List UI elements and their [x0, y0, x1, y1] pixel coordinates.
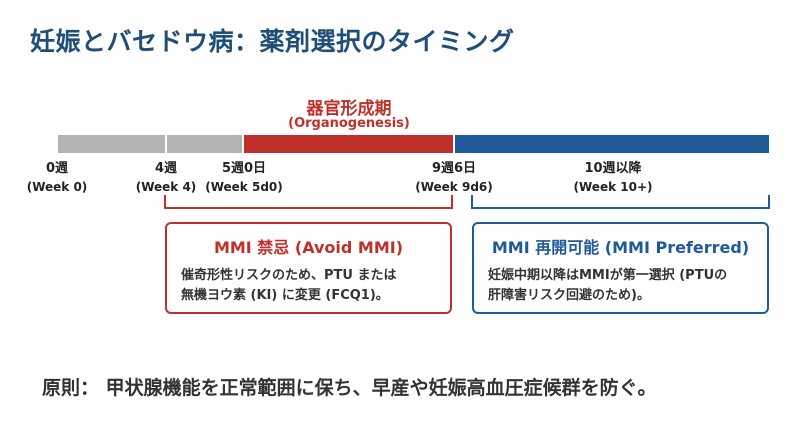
timeline-label-week10: 10週以降(Week 10+)	[573, 161, 653, 194]
organogenesis-en: (Organogenesis)	[288, 116, 410, 131]
timeline-label-week4: 4週(Week 4)	[135, 161, 197, 194]
avoid-body-2: 無機ヨウ素 (KI) に変更 (FCQ1)。	[181, 288, 389, 303]
avoid-bracket	[164, 195, 453, 209]
avoid-body-1: 催奇形性リスクのため、PTU または	[181, 268, 397, 283]
preferred-heading: MMI 再開可能 (MMI Preferred)	[491, 238, 750, 257]
timeline-segment-organogenesis	[244, 135, 453, 153]
preferred-body-1: 妊娠中期以降はMMIが第一選択 (PTUの	[488, 268, 728, 283]
timeline-segment-week10	[455, 135, 769, 153]
mmi-preferred-card: MMI 再開可能 (MMI Preferred) 妊娠中期以降はMMIが第一選択…	[472, 222, 769, 314]
timeline-label-week9d6: 9週6日(Week 9d6)	[415, 161, 493, 194]
organogenesis-label: 器官形成期	[306, 99, 392, 119]
timeline-label-week0: 0週(Week 0)	[26, 161, 88, 194]
principle-text: 原則： 甲状腺機能を正常範囲に保ち、早産や妊娠高血圧症候群を防ぐ。	[42, 377, 657, 399]
timeline-segment-week0-4	[58, 135, 165, 153]
page-title: 妊娠とバセドウ病：薬剤選択のタイミング	[30, 27, 515, 56]
avoid-heading: MMI 禁忌 (Avoid MMI)	[213, 238, 404, 257]
timeline-label-week5d0: 5週0日(Week 5d0)	[205, 161, 283, 194]
preferred-body-2: 肝障害リスク回避のため)。	[488, 288, 650, 303]
preferred-bracket	[471, 195, 770, 209]
timeline-segment-week4-5	[167, 135, 242, 153]
avoid-mmi-card: MMI 禁忌 (Avoid MMI) 催奇形性リスクのため、PTU または 無機…	[165, 222, 452, 314]
